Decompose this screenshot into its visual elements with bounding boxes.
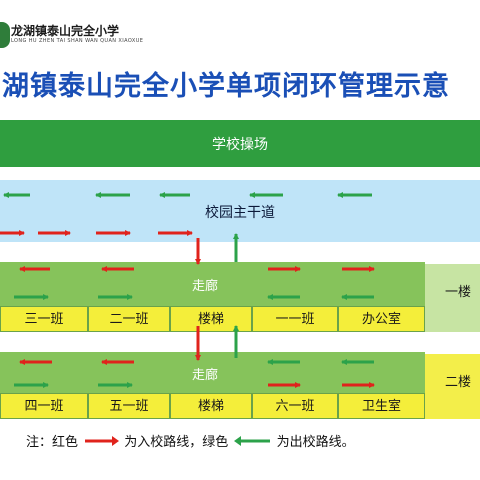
legend-prefix: 注：红色 [26, 435, 79, 450]
legend-entry-arrow-icon [85, 435, 120, 446]
floor-1-tag-label: 一楼 [445, 285, 472, 300]
logo-school-name: 龙湖镇泰山完全小学 [11, 24, 120, 38]
floor-1-room-1: 三一班 [0, 306, 88, 332]
floor-2-corridor-label: 走廊 [192, 368, 219, 383]
floor-2-tag-label: 二楼 [445, 375, 472, 390]
logo-pinyin: LONG HU ZHEN TAI SHAN WAN QUAN XIAOXUE [11, 38, 144, 44]
floor-2-room-2: 五一班 [88, 393, 170, 419]
floor-2-tag: 二楼 [425, 354, 480, 419]
floor-2-stairs: 楼梯 [170, 393, 252, 419]
legend-exit-label: 为出校路线。 [276, 435, 355, 450]
main-road-label: 校园主干道 [205, 205, 275, 221]
floor-1-office: 办公室 [338, 306, 425, 332]
floor-1-stairs: 楼梯 [170, 306, 252, 332]
floor-2-clinic: 卫生室 [338, 393, 425, 419]
legend: 注：红色 为入校路线，绿色 为出校路线。 [26, 431, 355, 450]
playground-label: 学校操场 [212, 137, 268, 153]
legend-entry-label: 为入校路线，绿色 [124, 435, 229, 450]
floor-2-room-3: 六一班 [252, 393, 338, 419]
floor-1-corridor-label: 走廊 [192, 279, 219, 294]
floor-2-room-1: 四一班 [0, 393, 88, 419]
legend-exit-arrow-icon [234, 435, 271, 446]
playground-area [0, 120, 480, 167]
diagram-title: 湖镇泰山完全小学单项闭环管理示意 [2, 71, 450, 102]
floor-1-tag: 一楼 [425, 264, 480, 332]
floor-1-room-3: 一一班 [252, 306, 338, 332]
floor-1-room-2: 二一班 [88, 306, 170, 332]
main-road-area [0, 180, 480, 242]
school-logo-mark [0, 22, 10, 48]
